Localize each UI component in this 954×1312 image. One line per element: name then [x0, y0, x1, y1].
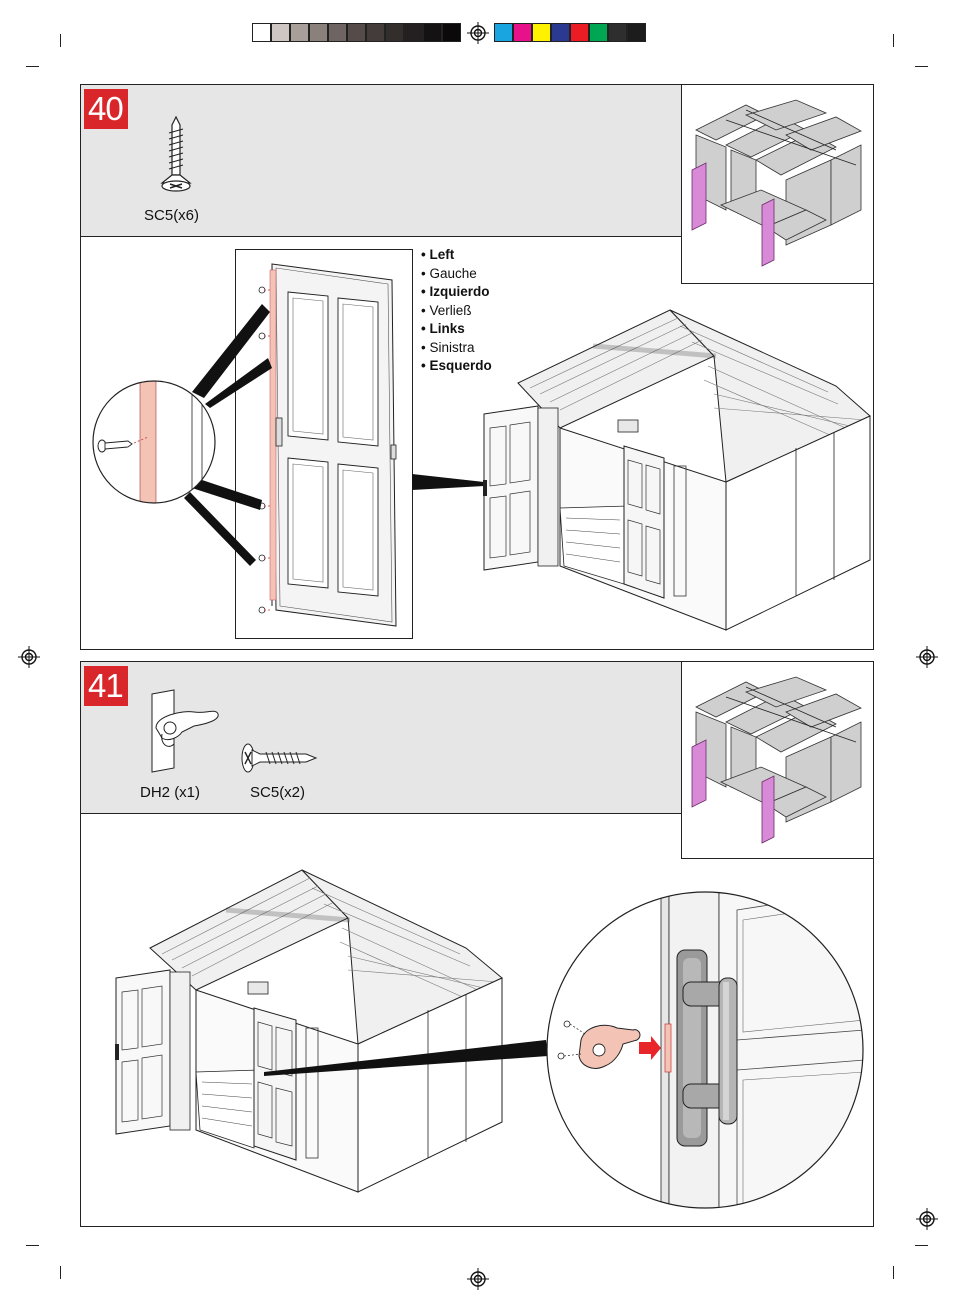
hinge-detail-zoom — [545, 890, 865, 1210]
